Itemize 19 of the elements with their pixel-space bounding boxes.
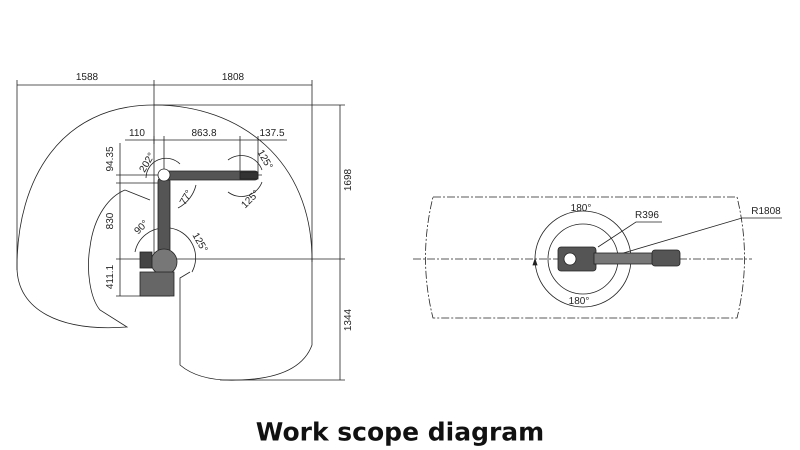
dimension-label: 77° <box>178 188 196 208</box>
dimension-label: 125° <box>254 148 274 172</box>
dimension-label: 125° <box>190 232 208 254</box>
dimension-label: 1344 <box>344 308 354 332</box>
radius-dimension-label: R1808 <box>751 207 781 217</box>
dimension-label: 110 <box>129 129 145 139</box>
dimension-label: 1698 <box>344 168 354 192</box>
dimension-label: 180° <box>570 204 592 214</box>
dimension-label: 180° <box>568 297 590 307</box>
dimension-label: 1808 <box>222 73 244 83</box>
dimension-label: 830 <box>106 212 116 230</box>
dimension-label: 411.1 <box>106 264 116 290</box>
dimension-label: 1588 <box>76 73 98 83</box>
dimension-label: 94.35 <box>106 146 116 172</box>
diagram-title: Work scope diagram <box>256 418 544 446</box>
dimension-label: 90° <box>133 219 151 237</box>
radius-dimension-label: R396 <box>635 211 659 221</box>
dimension-label: 863.8 <box>191 129 217 139</box>
dimension-label: 137.5 <box>259 129 285 139</box>
